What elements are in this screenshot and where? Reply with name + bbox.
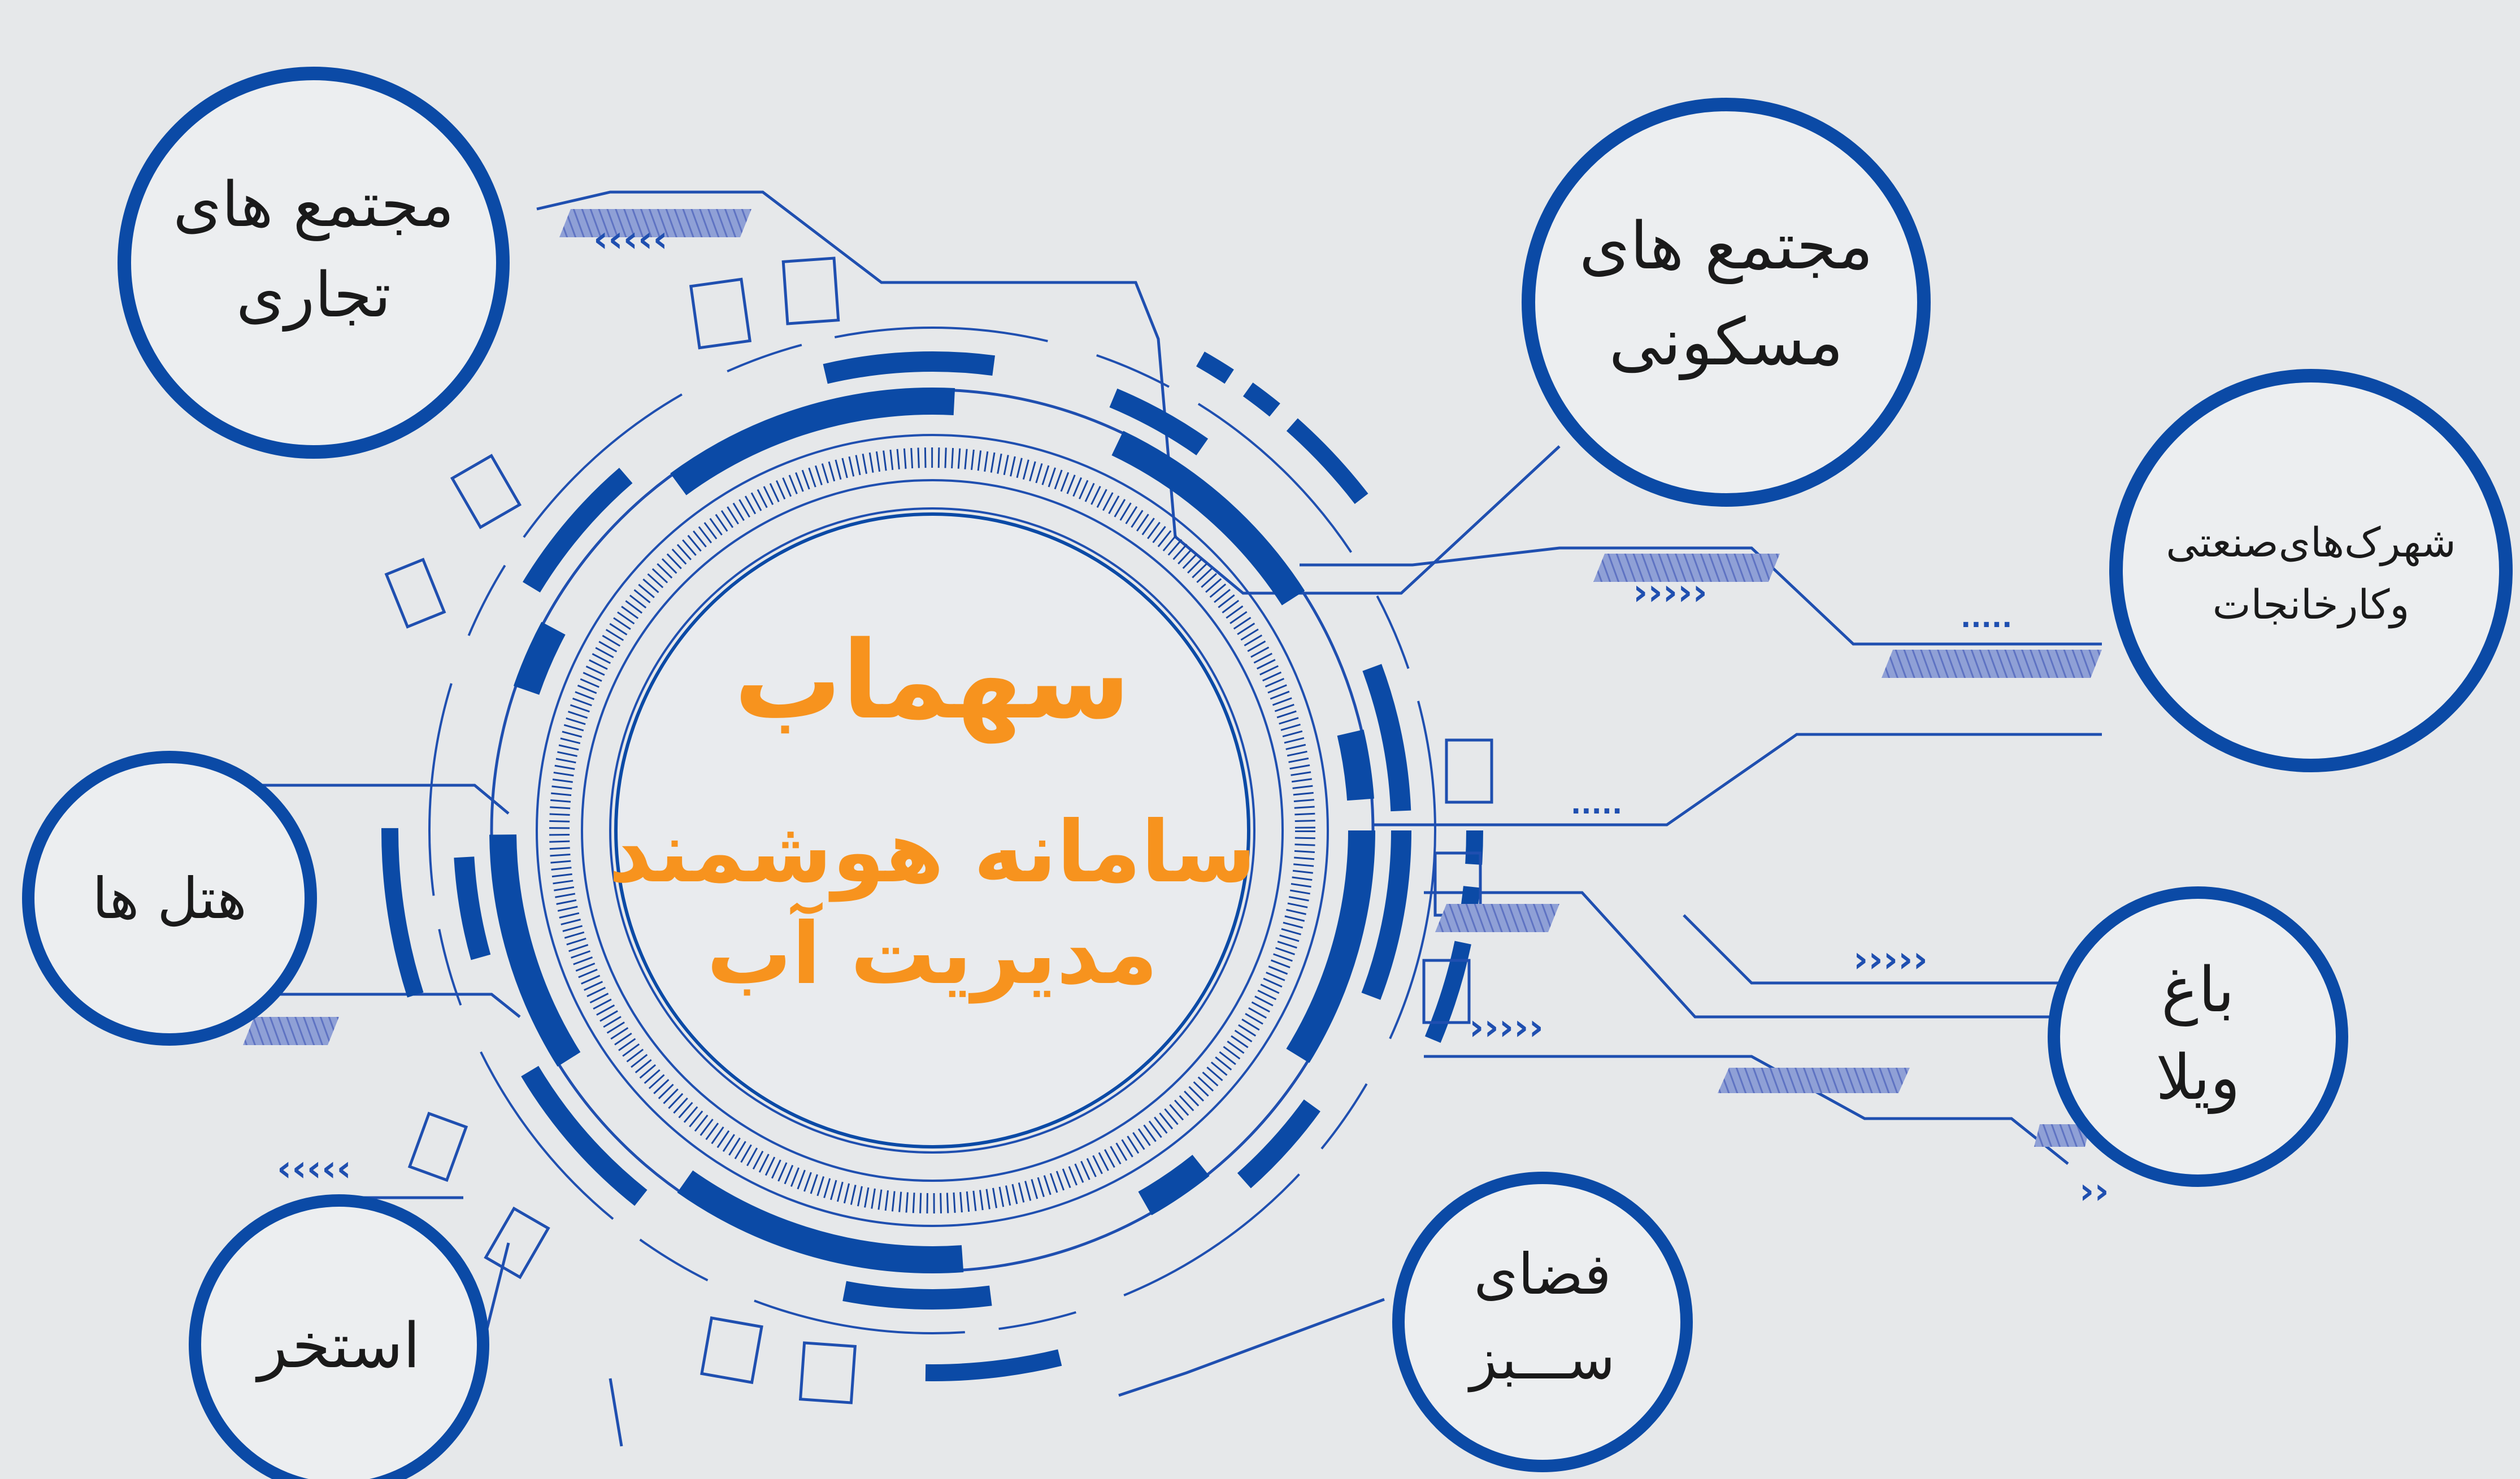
node-residential-line2: مسکونی <box>1609 304 1844 380</box>
tech-ring-outer <box>381 280 1483 1381</box>
node-industrial-line1: شهرک‌های‌صنعتی <box>2166 519 2456 567</box>
node-garden-line1: باغ <box>2161 954 2235 1026</box>
chevrons-garden-small: ›› <box>2079 1171 2109 1212</box>
dots-middle: ..... <box>1571 789 1622 820</box>
node-hotels-line1: هتل ها <box>92 865 247 932</box>
dots-industrial: ..... <box>1961 602 2012 634</box>
tech-tabs <box>384 256 1493 1404</box>
decor-marks: ‹‹‹‹‹ ››››› ››››› ››››› ‹‹‹‹‹ ›› ..... .… <box>277 219 2109 1212</box>
chevrons-garden: ››››› <box>1853 939 1928 981</box>
node-garden: باغ ویلا <box>2048 886 2348 1187</box>
node-residential-line1: مجتمع های <box>1579 208 1873 284</box>
node-green-line2: ســـبز <box>1467 1326 1615 1392</box>
node-commercial-line2: تجاری <box>236 259 391 332</box>
node-commercial: مجتمع های تجاری <box>118 67 510 459</box>
connector-lines <box>254 190 2102 1447</box>
center-subtitle-2: مدیریت آب <box>707 902 1158 1004</box>
node-industrial-line2: وکارخانجات <box>2213 581 2409 629</box>
chevrons-residential: ››››› <box>1633 572 1707 614</box>
node-garden-line2: ویلا <box>2156 1041 2240 1114</box>
chevrons-commercial: ‹‹‹‹‹ <box>593 219 668 260</box>
node-green: فضای ســـبز <box>1392 1172 1693 1472</box>
node-hotels: هتل ها <box>22 751 317 1046</box>
chevrons-pool: ‹‹‹‹‹ <box>277 1148 351 1190</box>
node-green-line1: فضای <box>1474 1241 1611 1307</box>
node-industrial: شهرک‌های‌صنعتی وکارخانجات <box>2109 369 2513 772</box>
center-hub: سهماب سامانه هوشمند مدیریت آب <box>609 512 1257 1149</box>
node-residential: مجتمع های مسکونی <box>1522 98 1931 507</box>
chevrons-center-right: ››››› <box>1469 1007 1544 1049</box>
node-pool-line1: استخر <box>255 1310 420 1382</box>
center-title: سهماب <box>734 618 1131 744</box>
node-commercial-line1: مجتمع های <box>173 168 454 241</box>
node-pool: استخر <box>189 1194 489 1479</box>
center-subtitle-1: سامانه هوشمند <box>609 803 1257 902</box>
hatched-bars <box>243 209 2102 1147</box>
